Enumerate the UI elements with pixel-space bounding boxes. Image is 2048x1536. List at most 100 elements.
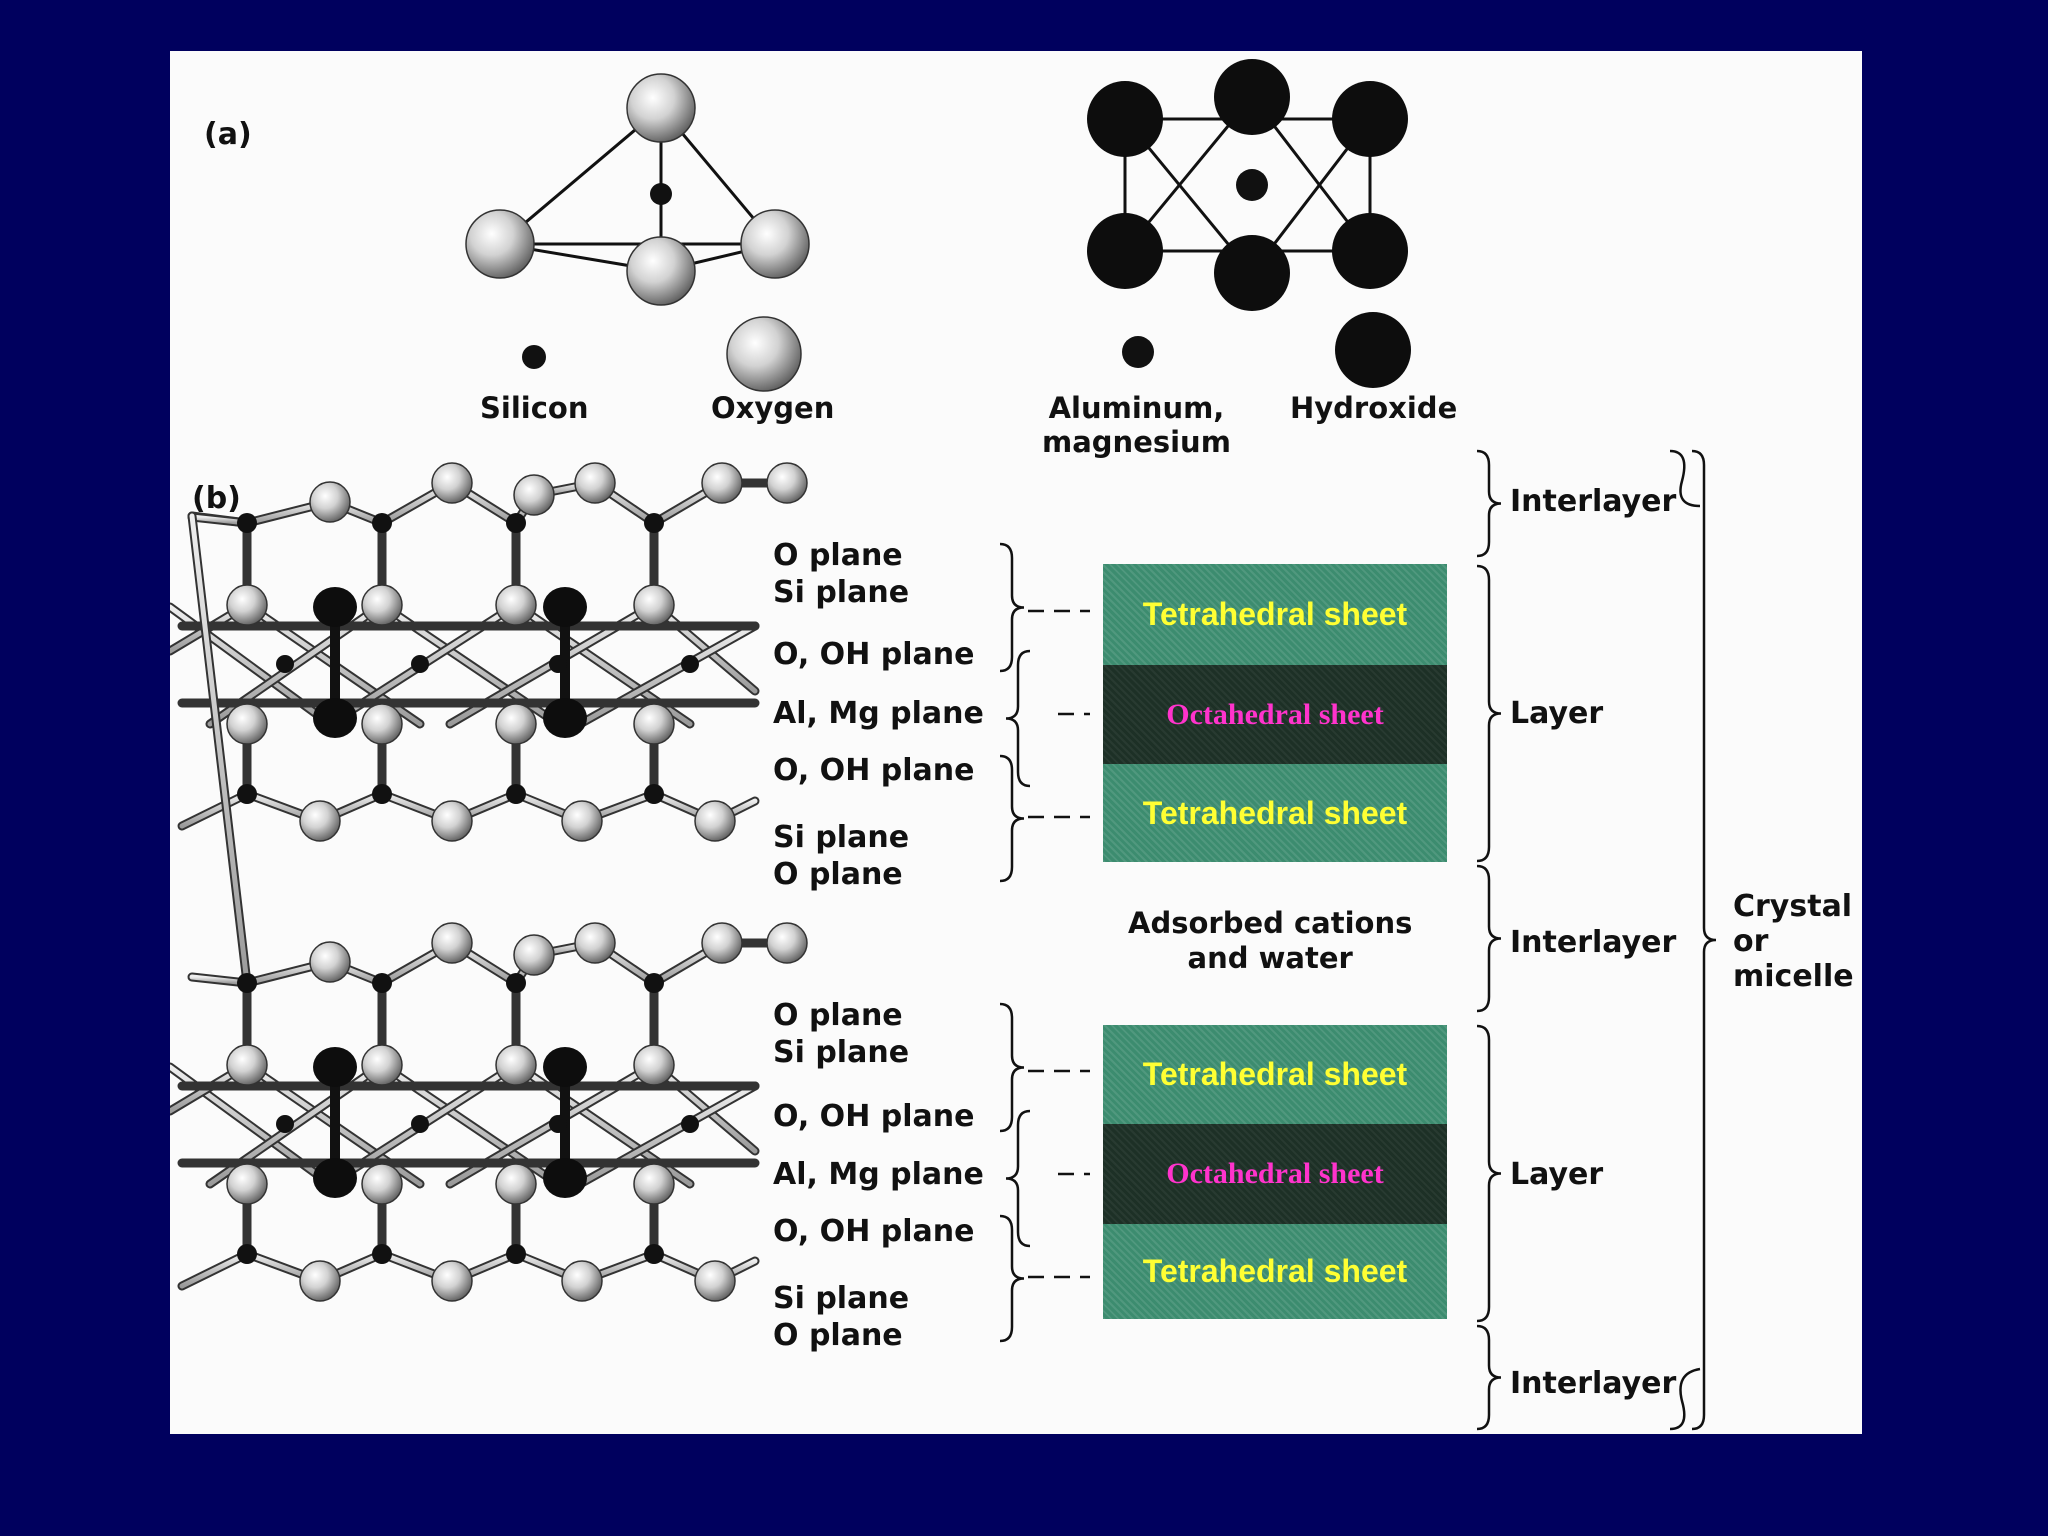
oxygen-atom (431, 800, 473, 842)
silicon-atom (372, 1244, 392, 1264)
silicon-atom (237, 784, 257, 804)
aluminum-legend-symbol (1122, 336, 1154, 368)
layer-label: Layer (1510, 1157, 1604, 1192)
plane-brace (999, 542, 1025, 673)
brace-connectors (999, 449, 1717, 1431)
plane-brace (999, 1214, 1025, 1343)
hydroxide-atom (313, 698, 357, 738)
oxygen-atom (633, 1044, 675, 1086)
silicon-atom (506, 513, 526, 533)
silicon-atom (372, 784, 392, 804)
oxygen-atom (701, 922, 743, 964)
silicon-atom (506, 973, 526, 993)
oxygen-atom (361, 1163, 403, 1205)
octahedral-sheet: Octahedral sheet (1103, 665, 1447, 764)
oxygen-atom (513, 934, 555, 976)
plane-label: O plane (773, 538, 903, 573)
oxygen-atom (633, 703, 675, 745)
layer-brace (1476, 1024, 1502, 1323)
silicon-atom (506, 1244, 526, 1264)
oxygen-atom (561, 1260, 603, 1302)
tetrahedron-oxygen-atom (626, 236, 696, 306)
oxygen-legend-symbol (726, 316, 802, 392)
oxygen-atom (226, 1163, 268, 1205)
oxygen-atom (226, 703, 268, 745)
plane-label: O plane (773, 857, 903, 892)
interlayer-brace (1476, 864, 1502, 1013)
oxygen-atom (309, 481, 351, 523)
oxygen-atom (766, 462, 808, 504)
oxygen-atom (574, 922, 616, 964)
oxygen-atom (361, 1044, 403, 1086)
hydroxide-atom (313, 1158, 357, 1198)
bond-rod (577, 623, 758, 727)
plane-label: O plane (773, 1318, 903, 1353)
oxygen-atom (495, 584, 537, 626)
plane-label: Si plane (773, 820, 910, 855)
tetrahedron-silicon-atom (650, 183, 672, 205)
plane-brace (1005, 1109, 1031, 1248)
interlayer-label: Interlayer (1510, 484, 1677, 519)
layer-label: Layer (1510, 696, 1604, 731)
hydroxide-legend-symbol (1335, 312, 1411, 388)
oxygen-atom (495, 1044, 537, 1086)
crystal-brace (1691, 449, 1717, 1431)
octahedron-hydroxide-atom (1214, 59, 1290, 135)
panel-b-label: (b) (192, 481, 241, 516)
oxygen-atom (694, 800, 736, 842)
oxygen-atom (495, 1163, 537, 1205)
adsorbed-cations-label: Adsorbed cations and water (1128, 906, 1413, 975)
silicon-atom (644, 1244, 664, 1264)
aluminum-atom (276, 655, 294, 673)
oxygen-atom (701, 462, 743, 504)
hydroxide-legend-label: Hydroxide (1290, 391, 1458, 425)
interlayer-label: Interlayer (1510, 1366, 1677, 1401)
octahedral-sheet: Octahedral sheet (1103, 1124, 1447, 1224)
plane-label: Si plane (773, 1035, 910, 1070)
oxygen-atom (226, 584, 268, 626)
bond-rod (577, 1083, 758, 1187)
oxygen-atom (766, 922, 808, 964)
tetrahedron-oxygen-atom (465, 209, 535, 279)
interlayer-brace (1476, 449, 1502, 558)
plane-label: Si plane (773, 575, 910, 610)
interlayer-label: Interlayer (1510, 925, 1677, 960)
oxygen-atom (431, 462, 473, 504)
silicon-legend-label: Silicon (480, 391, 589, 425)
hydroxide-atom (313, 587, 357, 627)
oxygen-atom (561, 800, 603, 842)
silicon-atom (372, 513, 392, 533)
aluminum-atom (549, 655, 567, 673)
tetrahedral-sheet: Tetrahedral sheet (1103, 1025, 1447, 1124)
plane-label: O, OH plane (773, 637, 975, 672)
bond-rod (189, 513, 250, 986)
tetrahedral-sheet: Tetrahedral sheet (1103, 564, 1447, 665)
oxygen-legend-label: Oxygen (711, 391, 835, 425)
hydroxide-atom (543, 1047, 587, 1087)
tetrahedron-oxygen-atom (626, 73, 696, 143)
plane-brace (999, 1002, 1025, 1133)
oxygen-atom (495, 703, 537, 745)
aluminum-magnesium-legend-label: Aluminum, magnesium (1042, 391, 1231, 459)
oxygen-atom (361, 703, 403, 745)
plane-label: O, OH plane (773, 1099, 975, 1134)
octahedron-aluminum-atom (1236, 169, 1268, 201)
octahedron-hydroxide-atom (1087, 81, 1163, 157)
plane-label: O, OH plane (773, 753, 975, 788)
oxygen-atom (633, 1163, 675, 1205)
hydroxide-atom (543, 1158, 587, 1198)
bond-rod (651, 1062, 758, 1154)
oxygen-atom (431, 922, 473, 964)
interlayer-hook (1669, 449, 1701, 508)
bond-rod (179, 791, 250, 829)
silicon-atom (237, 513, 257, 533)
panel-a-label: (a) (204, 117, 252, 152)
silicon-atom (237, 973, 257, 993)
silicon-atom (237, 1244, 257, 1264)
bond-rod (179, 1251, 250, 1289)
plane-label: Al, Mg plane (773, 1157, 984, 1192)
tetrahedral-sheet: Tetrahedral sheet (1103, 1224, 1447, 1319)
oxygen-atom (226, 1044, 268, 1086)
clay-structure-figure: (a) (b) Silicon Oxygen Aluminum, magnesi… (170, 51, 1862, 1434)
oxygen-atom (694, 1260, 736, 1302)
